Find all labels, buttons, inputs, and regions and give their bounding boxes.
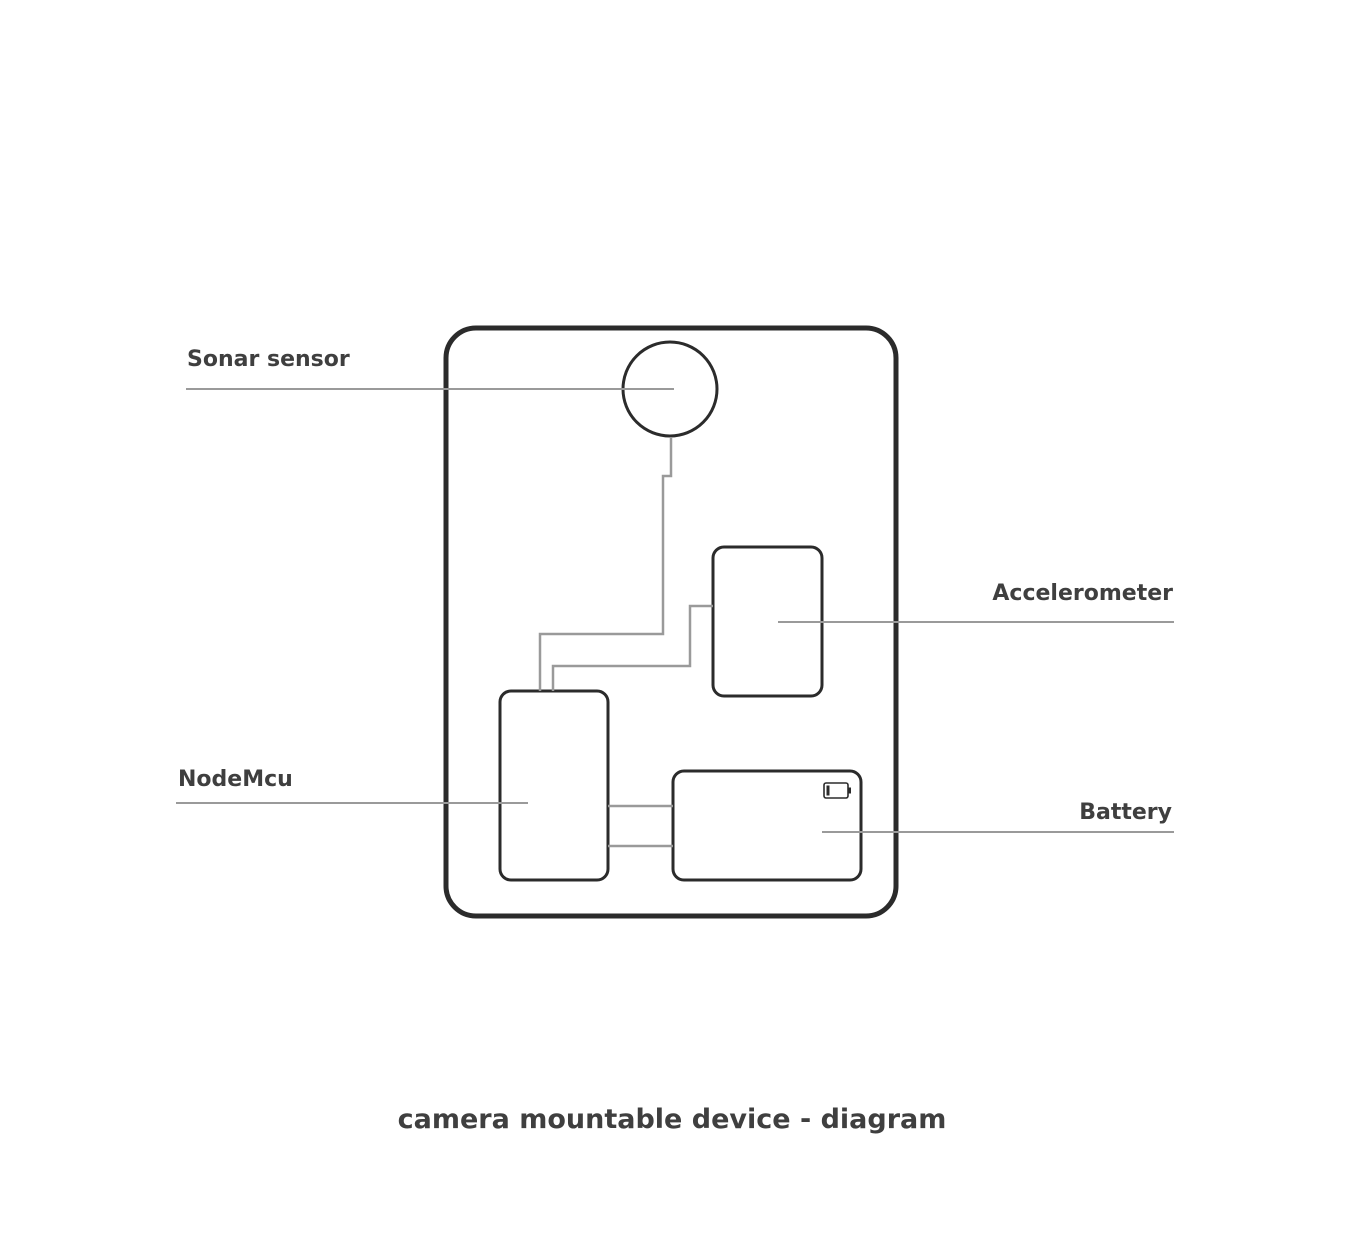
battery-label: Battery bbox=[1079, 800, 1172, 825]
accelerometer-to-nodemcu-wire bbox=[551, 604, 713, 691]
diagram-caption: camera mountable device - diagram bbox=[398, 1104, 947, 1135]
sonar-to-nodemcu-wire bbox=[538, 437, 673, 691]
sonar-sensor-label: Sonar sensor bbox=[187, 347, 350, 372]
nodemcu-label: NodeMcu bbox=[178, 767, 293, 792]
nodemcu-module bbox=[498, 689, 610, 882]
accelerometer-label: Accelerometer bbox=[992, 581, 1173, 606]
battery-module bbox=[671, 769, 863, 882]
battery-low-icon bbox=[823, 782, 851, 799]
